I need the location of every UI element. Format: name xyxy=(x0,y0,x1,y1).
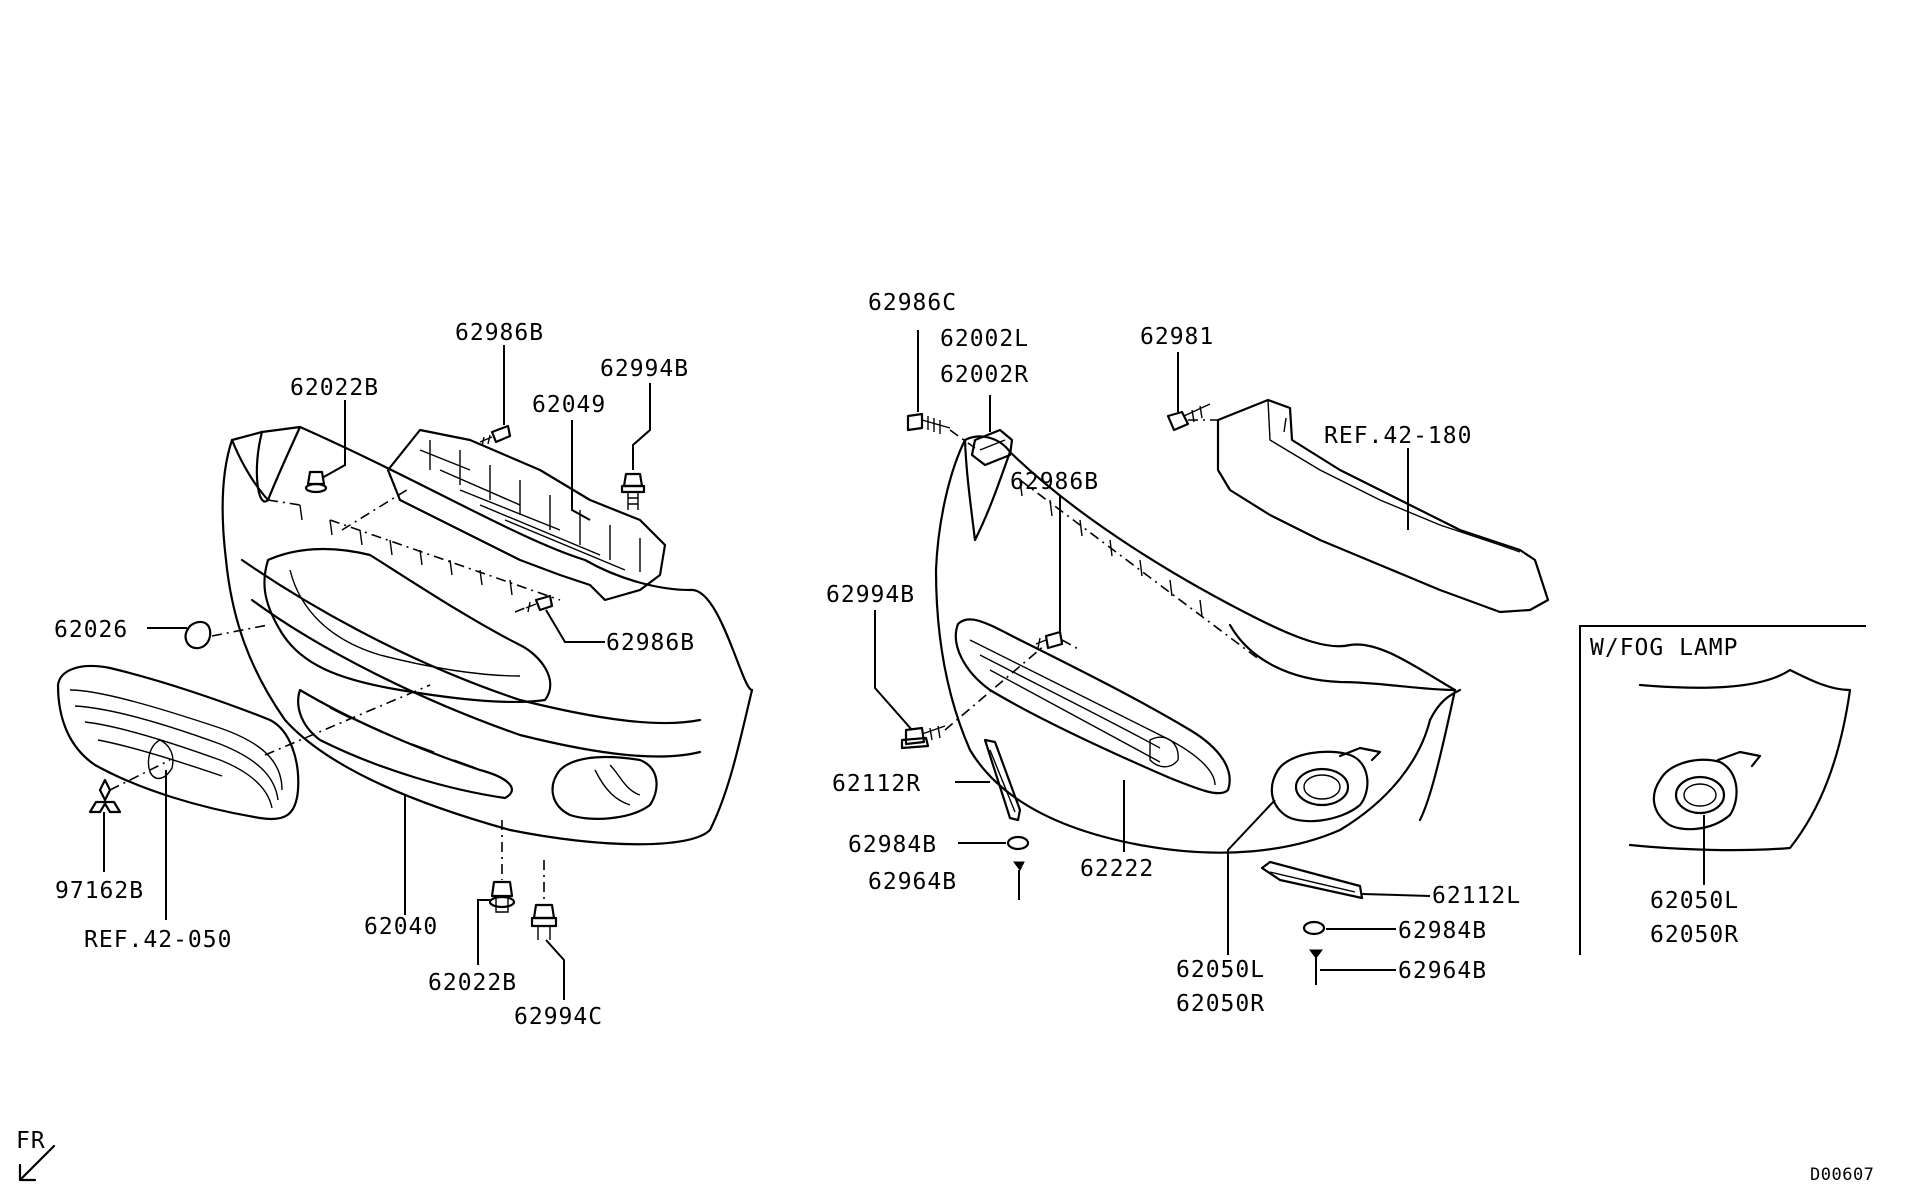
emblem-97162B xyxy=(88,778,122,814)
label-ref42050: REF.42-050 xyxy=(84,927,232,953)
label-62049: 62049 xyxy=(532,392,606,418)
bolt-62994B-right xyxy=(900,725,946,750)
rear-bumper-face xyxy=(934,435,1462,854)
cap-62026 xyxy=(184,620,212,650)
label-62994C: 62994C xyxy=(514,1004,603,1030)
label-62964B-right: 62964B xyxy=(1398,958,1487,984)
label-62022B-bottom: 62022B xyxy=(428,970,517,996)
install-line-r4 xyxy=(1061,639,1081,651)
screw-62986B-top xyxy=(479,424,512,447)
label-62994B-right: 62994B xyxy=(826,582,915,608)
label-97162B: 97162B xyxy=(55,878,144,904)
leader-62022B-bottom xyxy=(477,899,490,965)
bumper-bracket-62049 xyxy=(386,428,667,602)
label-62964B-left: 62964B xyxy=(868,869,957,895)
label-62222: 62222 xyxy=(1080,856,1154,882)
bolt-62981 xyxy=(1166,403,1211,432)
label-62050L-inset: 62050L xyxy=(1650,888,1739,914)
install-line-3 xyxy=(264,684,431,756)
diagram-id: D00607 xyxy=(1810,1165,1874,1185)
leader-62994C xyxy=(545,939,565,1000)
screw-62986C xyxy=(906,412,951,434)
inset-bumper-corner xyxy=(1628,668,1852,852)
label-62050R-inset: 62050R xyxy=(1650,922,1739,948)
label-62050R-main: 62050R xyxy=(1176,991,1265,1017)
label-62112R: 62112R xyxy=(832,771,921,797)
clip-62022B-bottom xyxy=(488,880,516,913)
install-line-r3 xyxy=(944,644,1046,731)
radiator-grille-ref42050 xyxy=(56,664,300,821)
bumper-reinforcement-ref42180 xyxy=(1216,398,1550,614)
label-62986B-right: 62986B xyxy=(1010,469,1099,495)
fog-lamp-bezel-62050-main xyxy=(1270,746,1382,823)
install-line-r1 xyxy=(949,429,976,449)
leader-62050-main xyxy=(1227,799,1276,955)
label-62981: 62981 xyxy=(1140,324,1214,350)
leader-62112L xyxy=(1361,893,1431,897)
clip-62022B-top xyxy=(304,470,328,494)
label-62986B-top: 62986B xyxy=(455,320,544,346)
label-ref42180: REF.42-180 xyxy=(1324,423,1472,449)
bracket-62112L xyxy=(1260,860,1364,900)
label-62002R: 62002R xyxy=(940,362,1029,388)
front-bumper-face-62040 xyxy=(221,425,754,846)
label-62986C: 62986C xyxy=(868,290,957,316)
bracket-62112R xyxy=(983,738,1022,822)
install-line-7 xyxy=(514,603,536,613)
washer-62984B-left xyxy=(1006,835,1030,851)
label-62984B-left: 62984B xyxy=(848,832,937,858)
nut-62002 xyxy=(970,428,1014,467)
bolt-62994B-left xyxy=(620,472,646,510)
label-62994B-left: 62994B xyxy=(600,356,689,382)
leader-62994B-right xyxy=(874,610,913,731)
label-62112L: 62112L xyxy=(1432,883,1521,909)
label-62022B-top: 62022B xyxy=(290,375,379,401)
screw-62964B-right xyxy=(1309,949,1323,985)
label-62986B-mid: 62986B xyxy=(606,630,695,656)
front-direction-arrow-icon xyxy=(18,1144,56,1182)
direction-label: FR xyxy=(16,1128,46,1154)
leader-62986B-mid xyxy=(545,609,605,643)
screw-62986B-mid xyxy=(525,594,554,613)
bolt-62994C xyxy=(530,903,558,940)
install-line-2 xyxy=(211,624,269,637)
label-62984B-right: 62984B xyxy=(1398,918,1487,944)
inset-title: W/FOG LAMP xyxy=(1590,635,1738,661)
leader-62022B-top xyxy=(321,400,346,479)
screw-62964B-left xyxy=(1013,861,1025,900)
label-62002L: 62002L xyxy=(940,326,1029,352)
leader-62049 xyxy=(571,420,591,521)
inset-frame xyxy=(1579,625,1866,955)
leader-62994B-left xyxy=(632,383,651,470)
label-62050L-main: 62050L xyxy=(1176,957,1265,983)
screw-62986B-right xyxy=(1035,630,1064,650)
label-62026: 62026 xyxy=(54,617,128,643)
washer-62984B-right xyxy=(1302,920,1326,936)
install-line-1 xyxy=(341,487,411,531)
label-62040: 62040 xyxy=(364,914,438,940)
